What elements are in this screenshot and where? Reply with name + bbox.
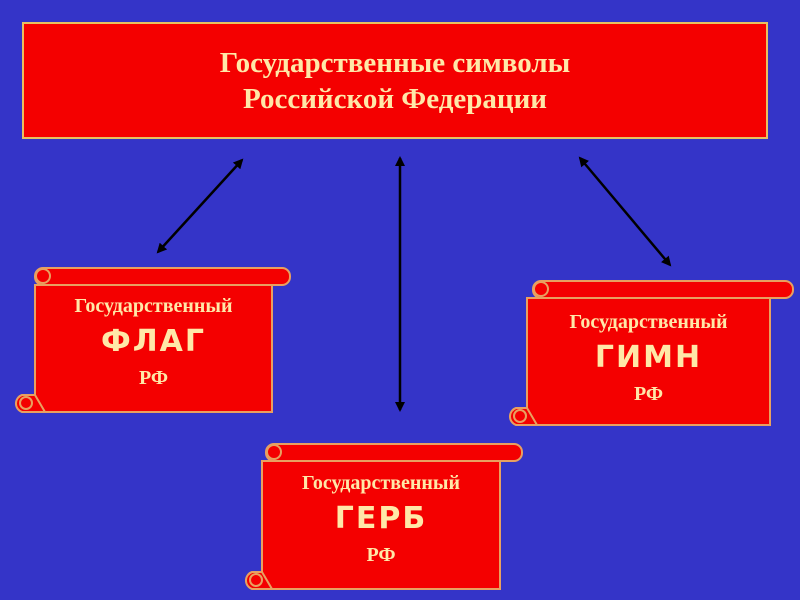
anthem-name: ГИМН [594, 340, 703, 375]
coat-of-arms-prefix: Государственный [301, 472, 461, 494]
anthem-prefix: Государственный [569, 311, 728, 333]
anthem-suffix: РФ [633, 383, 664, 405]
scroll-anthem: Государственный ГИМН РФ [527, 308, 770, 408]
flag-suffix: РФ [138, 367, 169, 389]
title-line-1: Государственные символы [219, 46, 571, 79]
flag-name: ФЛАГ [100, 324, 206, 359]
scroll-coat-of-arms: Государственный ГЕРБ РФ [262, 469, 500, 569]
title-line-2: Российской Федерации [242, 82, 547, 115]
scroll-coat-of-arms-shape [245, 443, 523, 590]
arrow-to-anthem [578, 156, 672, 267]
scroll-flag: Государственный ФЛАГ РФ [35, 292, 272, 392]
flag-prefix: Государственный [74, 295, 233, 317]
title-box: Государственные символы Российской Федер… [22, 22, 768, 139]
coat-of-arms-suffix: РФ [366, 544, 396, 566]
scroll-flag-shape [15, 267, 291, 413]
arrow-to-flag [156, 158, 244, 254]
coat-of-arms-name: ГЕРБ [334, 501, 428, 536]
scroll-anthem-shape [509, 280, 794, 426]
